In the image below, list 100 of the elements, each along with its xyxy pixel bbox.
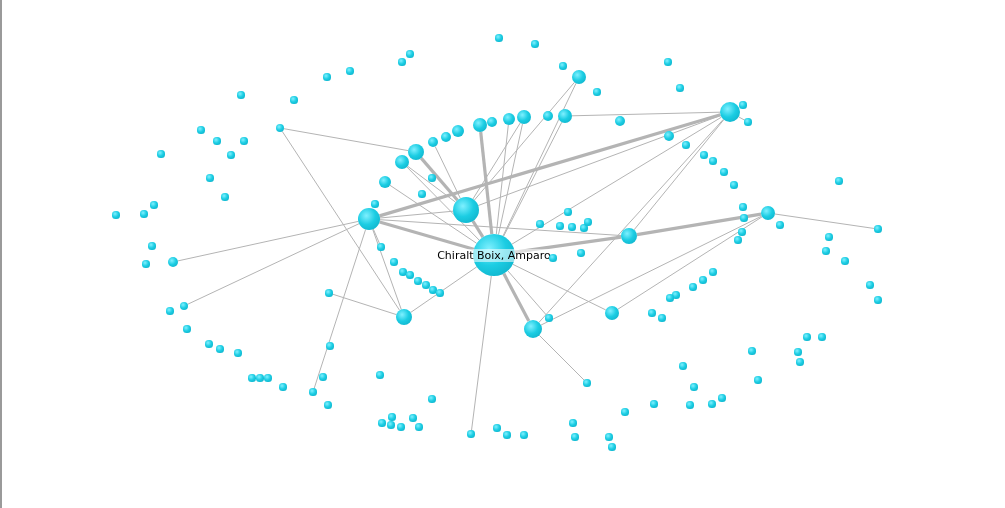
- network-node: [564, 208, 572, 216]
- network-node: [396, 309, 412, 325]
- network-node: [112, 211, 120, 219]
- network-node: [216, 345, 224, 353]
- network-node: [658, 314, 666, 322]
- connection-line: [503, 121, 563, 237]
- network-node: [428, 395, 436, 403]
- connection-line: [540, 215, 763, 326]
- network-node: [709, 157, 717, 165]
- network-node: [503, 113, 515, 125]
- network-node: [776, 221, 784, 229]
- network-node: [605, 433, 613, 441]
- network-node: [708, 400, 716, 408]
- network-node: [142, 260, 150, 268]
- network-node: [467, 430, 475, 438]
- network-node: [376, 371, 384, 379]
- network-node: [794, 348, 802, 356]
- network-node: [543, 111, 553, 121]
- network-node: [166, 307, 174, 315]
- network-node: [577, 249, 585, 257]
- network-node: [503, 431, 511, 439]
- network-node: [803, 333, 811, 341]
- network-node: [822, 247, 830, 255]
- connection-line: [379, 220, 475, 251]
- network-node: [761, 206, 775, 220]
- network-node: [584, 218, 592, 226]
- network-node: [378, 419, 386, 427]
- network-node: [324, 401, 332, 409]
- network-node: [325, 289, 333, 297]
- network-node: [571, 433, 579, 441]
- network-node: [473, 118, 487, 132]
- connection-line: [389, 184, 478, 244]
- network-node: [240, 137, 248, 145]
- network-node: [720, 168, 728, 176]
- connection-line: [538, 334, 585, 381]
- network-node: [248, 374, 256, 382]
- connection-line: [283, 128, 409, 152]
- network-node: [371, 200, 379, 208]
- network-node: [686, 401, 694, 409]
- network-node: [487, 117, 497, 127]
- network-node: [406, 271, 414, 279]
- network-node: [734, 236, 742, 244]
- network-node: [150, 201, 158, 209]
- connection-line: [177, 220, 359, 262]
- network-node: [682, 141, 690, 149]
- network-node: [545, 314, 553, 322]
- network-node: [664, 131, 674, 141]
- network-node: [676, 84, 684, 92]
- network-node: [666, 294, 674, 302]
- network-node: [148, 242, 156, 250]
- network-node: [397, 423, 405, 431]
- connection-line: [420, 157, 459, 202]
- network-node: [818, 333, 826, 341]
- network-node: [398, 58, 406, 66]
- connection-line: [406, 166, 480, 241]
- network-node: [415, 423, 423, 431]
- network-node: [436, 289, 444, 297]
- network-node: [796, 358, 804, 366]
- connection-line: [636, 212, 762, 237]
- connection-line: [472, 122, 521, 200]
- network-node: [748, 347, 756, 355]
- connection-line: [479, 131, 494, 235]
- network-node: [290, 96, 298, 104]
- network-node: [256, 374, 264, 382]
- network-node: [621, 408, 629, 416]
- network-node: [739, 101, 747, 109]
- network-node: [168, 257, 178, 267]
- network-node: [452, 125, 464, 137]
- network-node: [495, 34, 503, 42]
- network-node: [453, 197, 479, 223]
- network-node: [399, 268, 407, 276]
- network-node: [558, 109, 572, 123]
- network-node: [650, 400, 658, 408]
- connection-line: [331, 293, 397, 316]
- connection-line: [407, 165, 457, 203]
- connection-line: [498, 123, 523, 235]
- network-node: [264, 374, 272, 382]
- network-node: [326, 342, 334, 350]
- network-node: [517, 110, 531, 124]
- network-node: [429, 286, 437, 294]
- network-node: [379, 176, 391, 188]
- connection-line: [410, 266, 478, 313]
- network-node: [738, 228, 746, 236]
- network-node: [739, 203, 747, 211]
- network-node: [390, 258, 398, 266]
- connection-line: [502, 82, 577, 237]
- network-node: [323, 73, 331, 81]
- network-node: [700, 151, 708, 159]
- connection-line: [281, 130, 401, 311]
- connection-line: [473, 81, 575, 201]
- network-node: [583, 379, 591, 387]
- network-node: [237, 91, 245, 99]
- network-node: [279, 383, 287, 391]
- connection-line: [372, 228, 381, 245]
- network-node: [699, 276, 707, 284]
- network-node: [841, 257, 849, 265]
- connection-line: [434, 146, 461, 199]
- network-node: [221, 193, 229, 201]
- connection-line: [617, 216, 763, 310]
- connection-line: [511, 116, 722, 245]
